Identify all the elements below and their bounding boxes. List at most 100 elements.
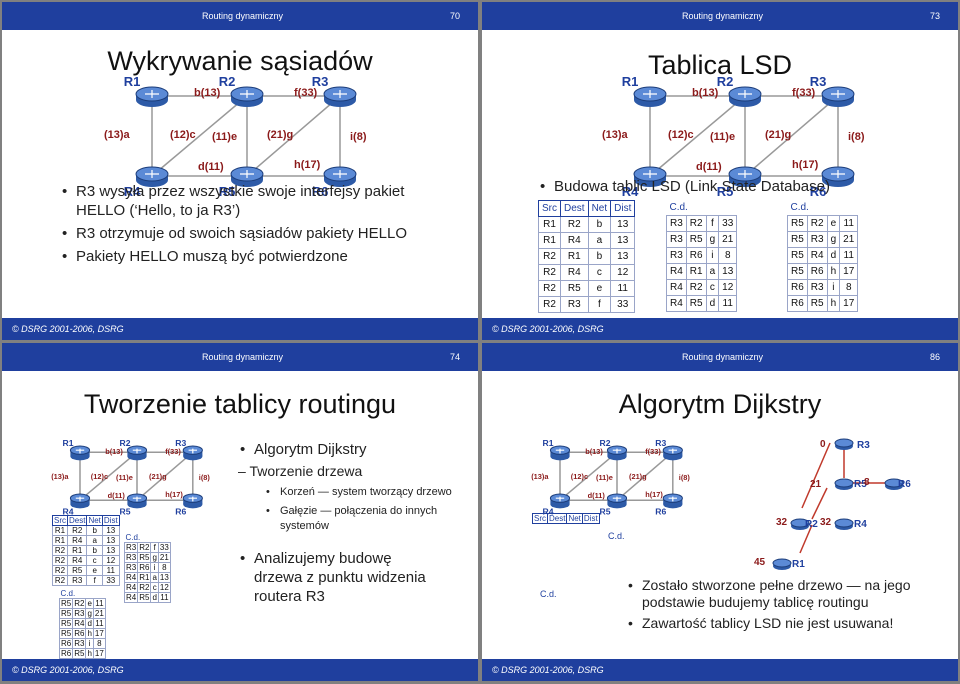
tree-distance: 32 — [820, 517, 832, 528]
table-cell: 8 — [718, 247, 738, 264]
table-cell: R5 — [685, 295, 707, 312]
table-cell: 11 — [610, 280, 636, 297]
table-cell: a — [587, 232, 612, 249]
router-icon: R6 — [175, 493, 203, 517]
router-icon: R3 — [655, 438, 683, 461]
table-cell: e — [587, 280, 612, 297]
table-cell: a — [705, 263, 720, 280]
link-line — [151, 95, 248, 177]
router-label: R4 — [63, 507, 74, 517]
cd-label: C.d. — [669, 202, 688, 213]
table-cell: R3 — [123, 552, 139, 563]
router-icon — [834, 478, 854, 490]
table-cell: R5 — [787, 263, 808, 280]
table-cell: R5 — [685, 231, 707, 248]
slide-74: Routing dynamiczny 74 Tworzenie tablicy … — [2, 343, 478, 681]
table-cell: R2 — [538, 296, 561, 313]
table-cell: i — [150, 562, 159, 573]
table-cell: R3 — [72, 638, 87, 649]
router-icon: R5 — [120, 493, 148, 517]
table-cell: f — [150, 542, 159, 553]
slide-header: Routing dynamiczny 74 — [2, 343, 478, 371]
subsub-list: Korzeń — system tworzący drzewo Gałęzie … — [264, 485, 470, 538]
table-cell: R5 — [58, 628, 74, 639]
footer-text: © DSRG 2001-2006, DSRG — [492, 324, 604, 334]
table-cell: R4 — [560, 232, 589, 249]
lsd-header-cell: Dist — [610, 200, 636, 217]
router-icon: R2 — [120, 438, 148, 461]
table-cell: b — [587, 248, 612, 265]
interface-label: (21)g — [765, 129, 791, 141]
table-cell: R5 — [787, 215, 808, 232]
table-cell: R5 — [58, 608, 74, 619]
table-cell: 33 — [101, 575, 120, 586]
router-icon: R6 — [655, 493, 683, 517]
table-cell: R5 — [806, 295, 828, 312]
bullet: Zostało stworzone pełne drzewo — na jego… — [628, 577, 952, 611]
bullet: Zawartość tablicy LSD nie jest usuwana! — [628, 615, 952, 632]
router-label: R1 — [622, 74, 639, 89]
tree-distance: 45 — [754, 557, 766, 568]
table-cell: g — [705, 231, 720, 248]
router-label: R5 — [600, 507, 611, 517]
table-cell: R4 — [66, 555, 88, 566]
slide-86: Routing dynamiczny 86 Algorytm Dijkstry … — [482, 343, 958, 681]
table-cell: 11 — [92, 598, 106, 609]
table-cell: R3 — [666, 247, 687, 264]
interface-label: (13)a — [602, 129, 629, 141]
table-cell: 8 — [839, 279, 859, 296]
table-cell: b — [587, 216, 612, 233]
table-cell: R1 — [137, 572, 152, 583]
table-cell: R6 — [58, 648, 74, 659]
slide-footer: © DSRG 2001-2006, DSRG — [482, 659, 958, 681]
slide-header: Routing dynamiczny 70 — [2, 2, 478, 30]
tree-router-label: R1 — [792, 559, 805, 570]
table-cell: R4 — [123, 592, 139, 603]
router-label: R5 — [120, 507, 131, 517]
table-cell: R2 — [52, 555, 68, 566]
interface-label: (11)e — [212, 131, 237, 143]
interface-label: b(13) — [194, 87, 221, 99]
table-cell: e — [826, 215, 841, 232]
router-icon: R5 — [600, 493, 628, 517]
table-cell: R2 — [52, 545, 68, 556]
table-cell: R1 — [66, 545, 88, 556]
table-cell: R4 — [666, 279, 687, 296]
slide-title: Tworzenie tablicy routingu — [83, 389, 397, 419]
table-cell: R6 — [137, 562, 152, 573]
table-cell: R6 — [58, 638, 74, 649]
table-cell: R5 — [787, 247, 808, 264]
slide-number: 74 — [449, 352, 460, 362]
interface-label: (11)e — [596, 473, 613, 482]
table-cell: 13 — [157, 572, 171, 583]
table-cell: h — [826, 295, 841, 312]
table-cell: f — [705, 215, 720, 232]
tree-router-label: R2 — [805, 519, 818, 530]
slide-header: Routing dynamiczny 86 — [482, 343, 958, 371]
bullet-list: Budowa tablic LSD (Link State Database) — [538, 177, 954, 200]
interface-label: i(8) — [848, 131, 865, 143]
link-line — [649, 95, 746, 177]
table-cell: R5 — [787, 231, 808, 248]
table-cell: R4 — [666, 263, 687, 280]
table-cell: b — [86, 545, 103, 556]
router-label: R3 — [312, 74, 329, 89]
bullet-list: R3 wysyła przez wszystkie swoje interfej… — [60, 182, 456, 270]
table-cell: R4 — [72, 618, 87, 629]
bullet: Analizujemy budowę drzewa z punktu widze… — [240, 549, 429, 606]
table-cell: 11 — [839, 247, 859, 264]
router-icon: R3 — [312, 74, 357, 107]
table-cell: R3 — [666, 231, 687, 248]
router-label: R3 — [655, 438, 666, 448]
interface-label: i(8) — [679, 473, 691, 482]
table-cell: R2 — [685, 215, 707, 232]
interface-label: d(11) — [696, 161, 722, 173]
network-svg: R1 R2 R3 R4 R5 R6b(13)f(33)(13)a(12)c(11… — [51, 438, 210, 517]
